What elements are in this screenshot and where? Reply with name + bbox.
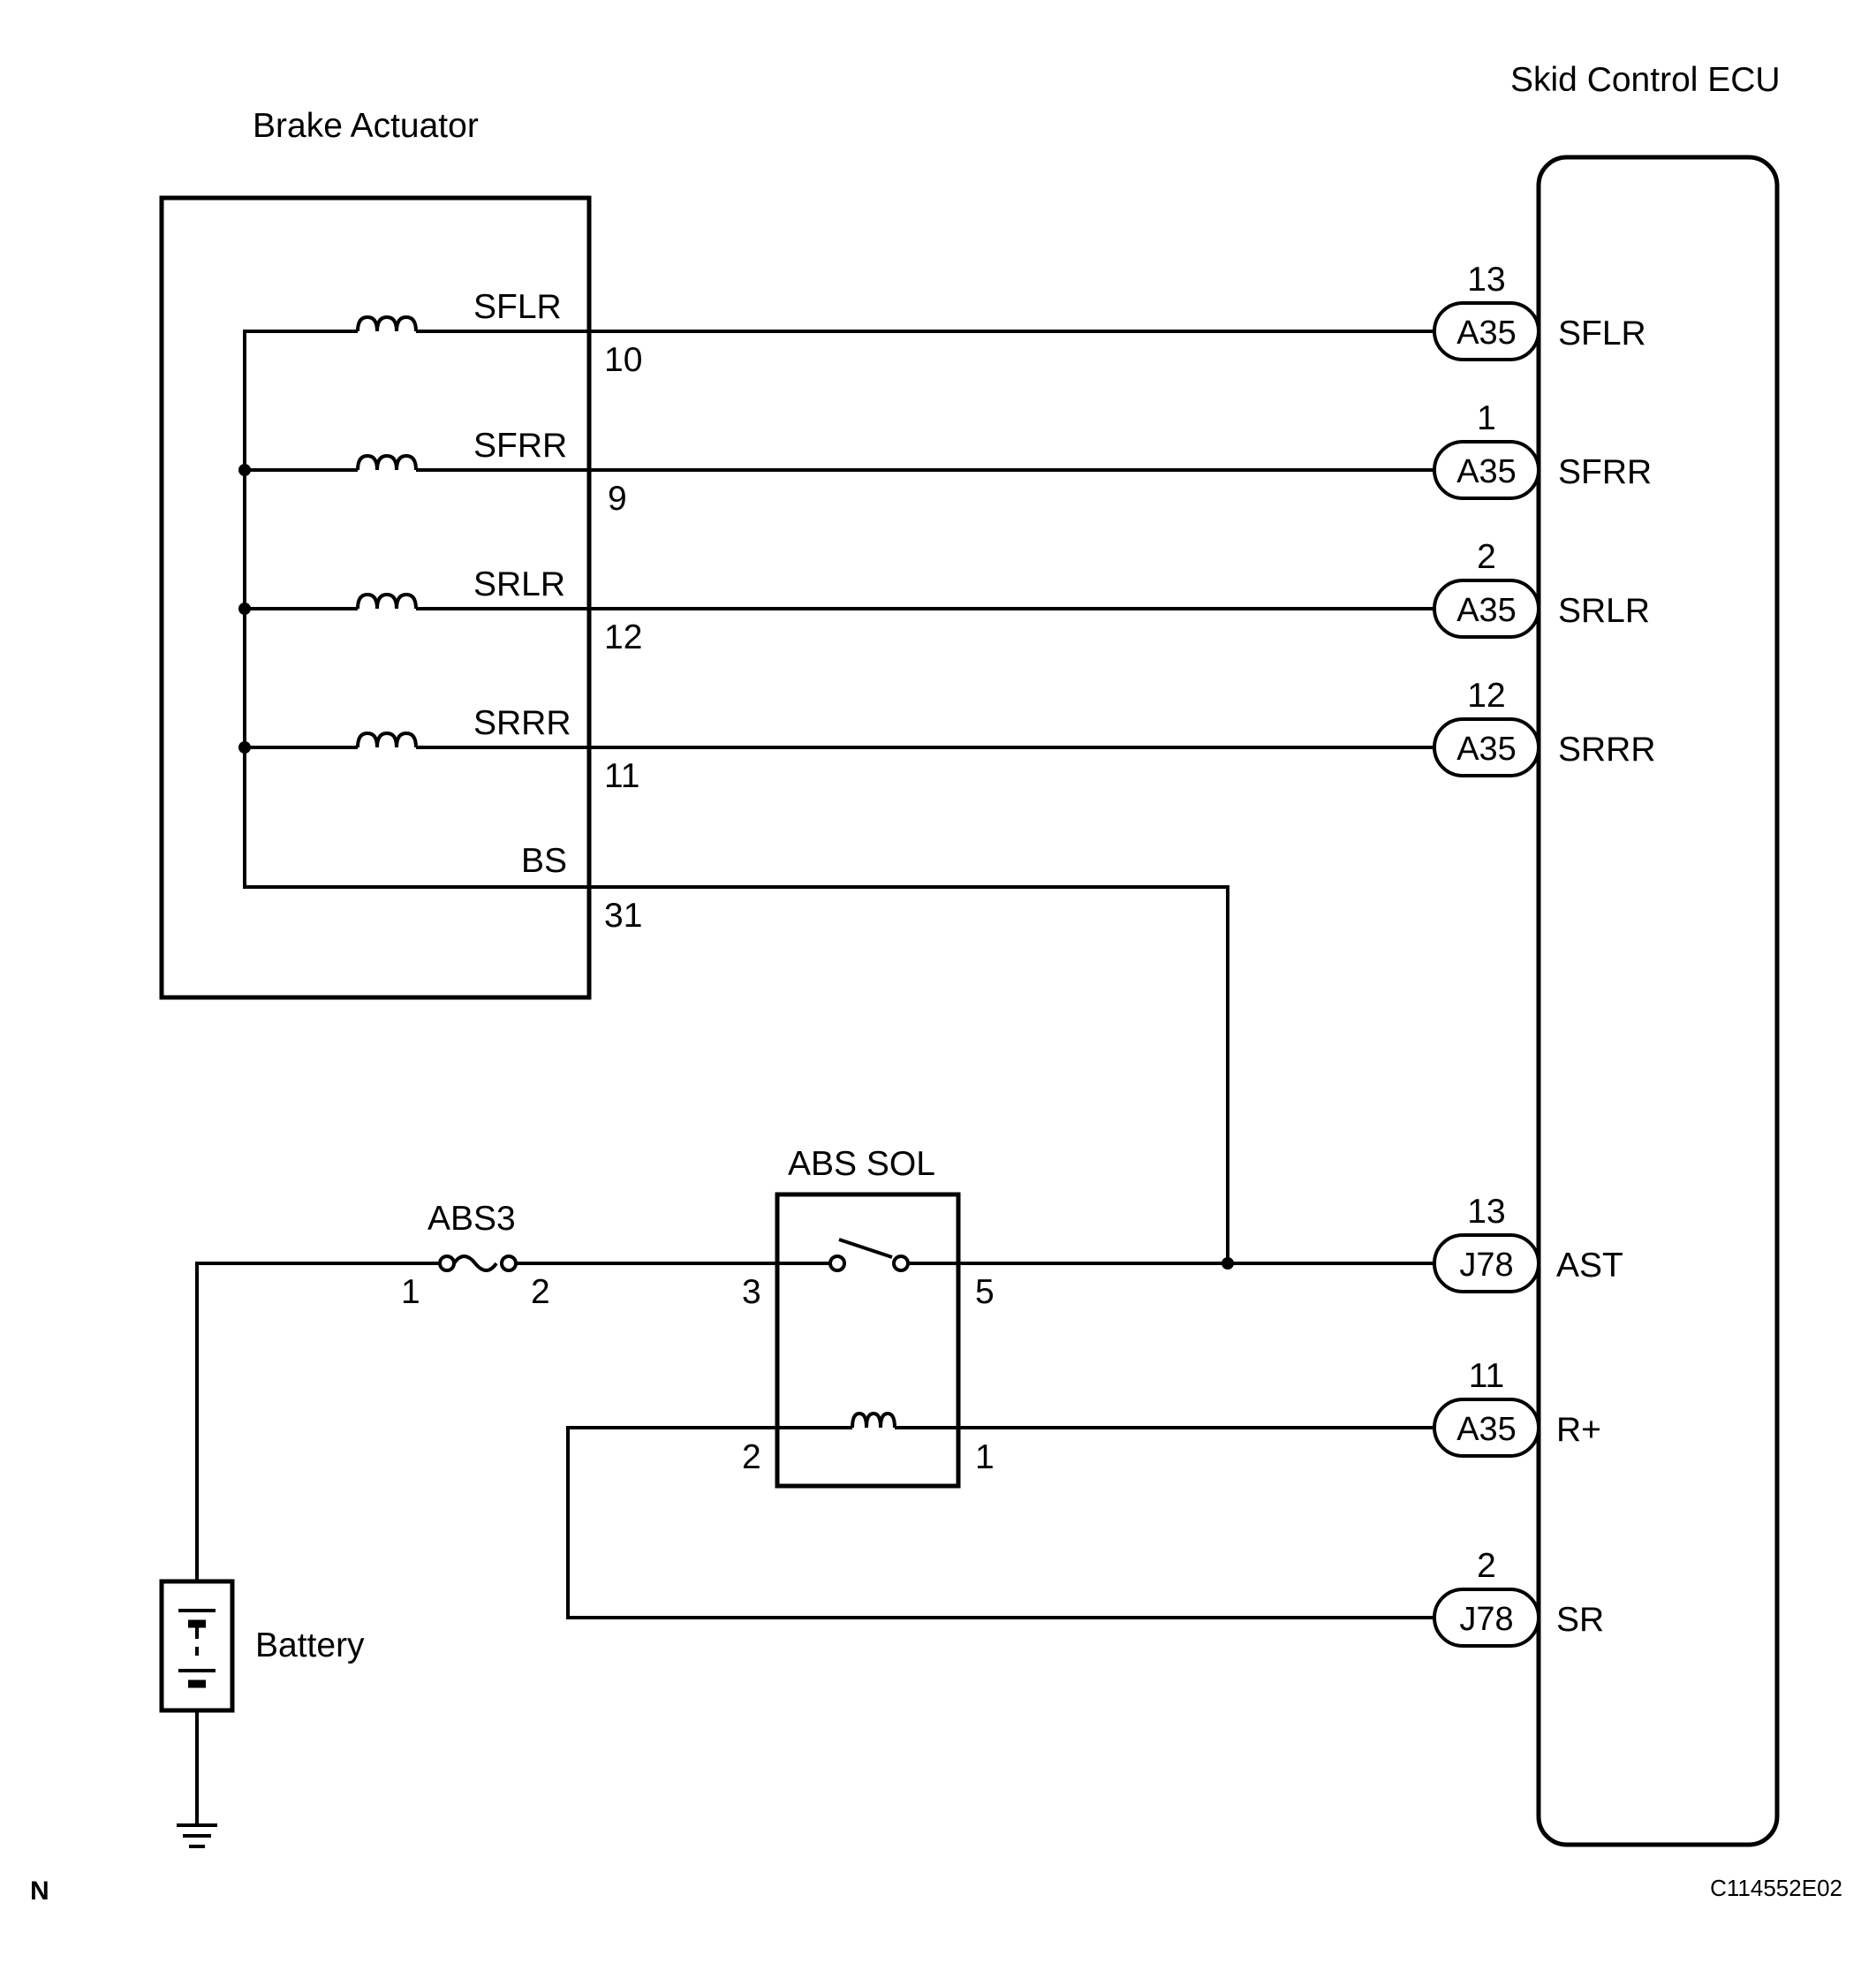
wire-bs (589, 885, 1229, 1263)
ecu-signal-label: SRLR (1558, 592, 1650, 630)
ecu-terminal-number: 13 (1467, 1193, 1505, 1231)
solenoid-coil-icon (356, 731, 418, 748)
solenoid-coil-icon (356, 592, 418, 610)
skid-control-ecu-box (1536, 155, 1780, 1847)
ecu-connector-code: J78 (1459, 1601, 1513, 1638)
actuator-signal-label: SRRR (473, 704, 571, 742)
ecu-terminal-number: 2 (1477, 1547, 1496, 1585)
fuse-terminal (500, 1255, 518, 1272)
ecu-terminal-number: 2 (1477, 538, 1496, 576)
relay-pin-number: 5 (975, 1273, 995, 1311)
ecu-connector-code: A35 (1456, 315, 1517, 352)
bus-branches (245, 468, 358, 749)
wire-coil-to-sr (566, 1426, 1435, 1619)
ground-icon (177, 1823, 217, 1848)
ecu-signal-label: R+ (1556, 1411, 1601, 1449)
switch-contact (828, 1255, 846, 1272)
ecu-connector-code: A35 (1456, 1411, 1517, 1448)
ecu-signal-label: SFRR (1558, 453, 1652, 491)
wire-battery-to-fuse (195, 1262, 442, 1581)
relay-label: ABS SOL (788, 1145, 935, 1183)
fuse-pin-number: 2 (531, 1273, 550, 1311)
ecu-terminal-number: 12 (1467, 677, 1505, 715)
ecu-terminal-number: 1 (1477, 399, 1496, 437)
abs-sol-relay-box (775, 1192, 961, 1489)
ecu-connector-code: J78 (1459, 1247, 1513, 1284)
actuator-signal-label: SFRR (473, 427, 567, 465)
relay-pin-number: 2 (742, 1438, 761, 1476)
ecu-signal-label: SFLR (1558, 315, 1646, 353)
ecu-connector-pill (1433, 440, 1540, 500)
ecu-signal-label: AST (1556, 1247, 1623, 1285)
ecu-connector-pill (1433, 717, 1540, 777)
actuator-pin-number: 11 (604, 757, 640, 795)
brake-actuator-title: Brake Actuator (253, 107, 479, 145)
relay-pin-number: 1 (975, 1438, 995, 1476)
ecu-terminal-number: 13 (1467, 261, 1505, 299)
actuator-signal-label: SFLR (473, 288, 562, 326)
relay-pin-number: 3 (742, 1273, 761, 1311)
skid-control-ecu-title: Skid Control ECU (1510, 61, 1781, 99)
switch-contact (892, 1255, 910, 1272)
actuator-pin-number: 12 (604, 618, 642, 656)
solenoid-coil-icon (356, 453, 418, 471)
ecu-signal-label: SR (1556, 1601, 1604, 1639)
actuator-signal-label: BS (521, 842, 567, 880)
actuator-pin-number: 10 (604, 341, 642, 379)
fuse-pin-number: 1 (401, 1273, 420, 1311)
ecu-connector-code: A35 (1456, 731, 1517, 768)
fuse-terminal (438, 1255, 456, 1272)
actuator-signal-label: SRLR (473, 565, 565, 603)
solenoid-coil-icon (356, 315, 418, 332)
ecu-connector-pill (1433, 301, 1540, 361)
relay-switch-icon (838, 1238, 893, 1259)
ecu-connector-code: A35 (1456, 592, 1517, 629)
ecu-terminal-number: 11 (1469, 1357, 1505, 1395)
ecu-signal-label: SRRR (1558, 731, 1656, 769)
fuse-icon (452, 1255, 498, 1272)
battery-label: Battery (255, 1626, 365, 1664)
brake-actuator-box (159, 195, 592, 1000)
ecu-connector-pill (1433, 579, 1540, 639)
actuator-pin-number: 9 (608, 480, 627, 518)
actuator-pin-number: 31 (604, 897, 642, 935)
fuse-label: ABS3 (427, 1200, 516, 1238)
battery-icon (159, 1579, 235, 1713)
footer-mark: N (30, 1876, 49, 1906)
ecu-connector-code: A35 (1456, 453, 1517, 490)
relay-coil-icon (851, 1411, 896, 1429)
figure-code: C114552E02 (1710, 1875, 1842, 1901)
